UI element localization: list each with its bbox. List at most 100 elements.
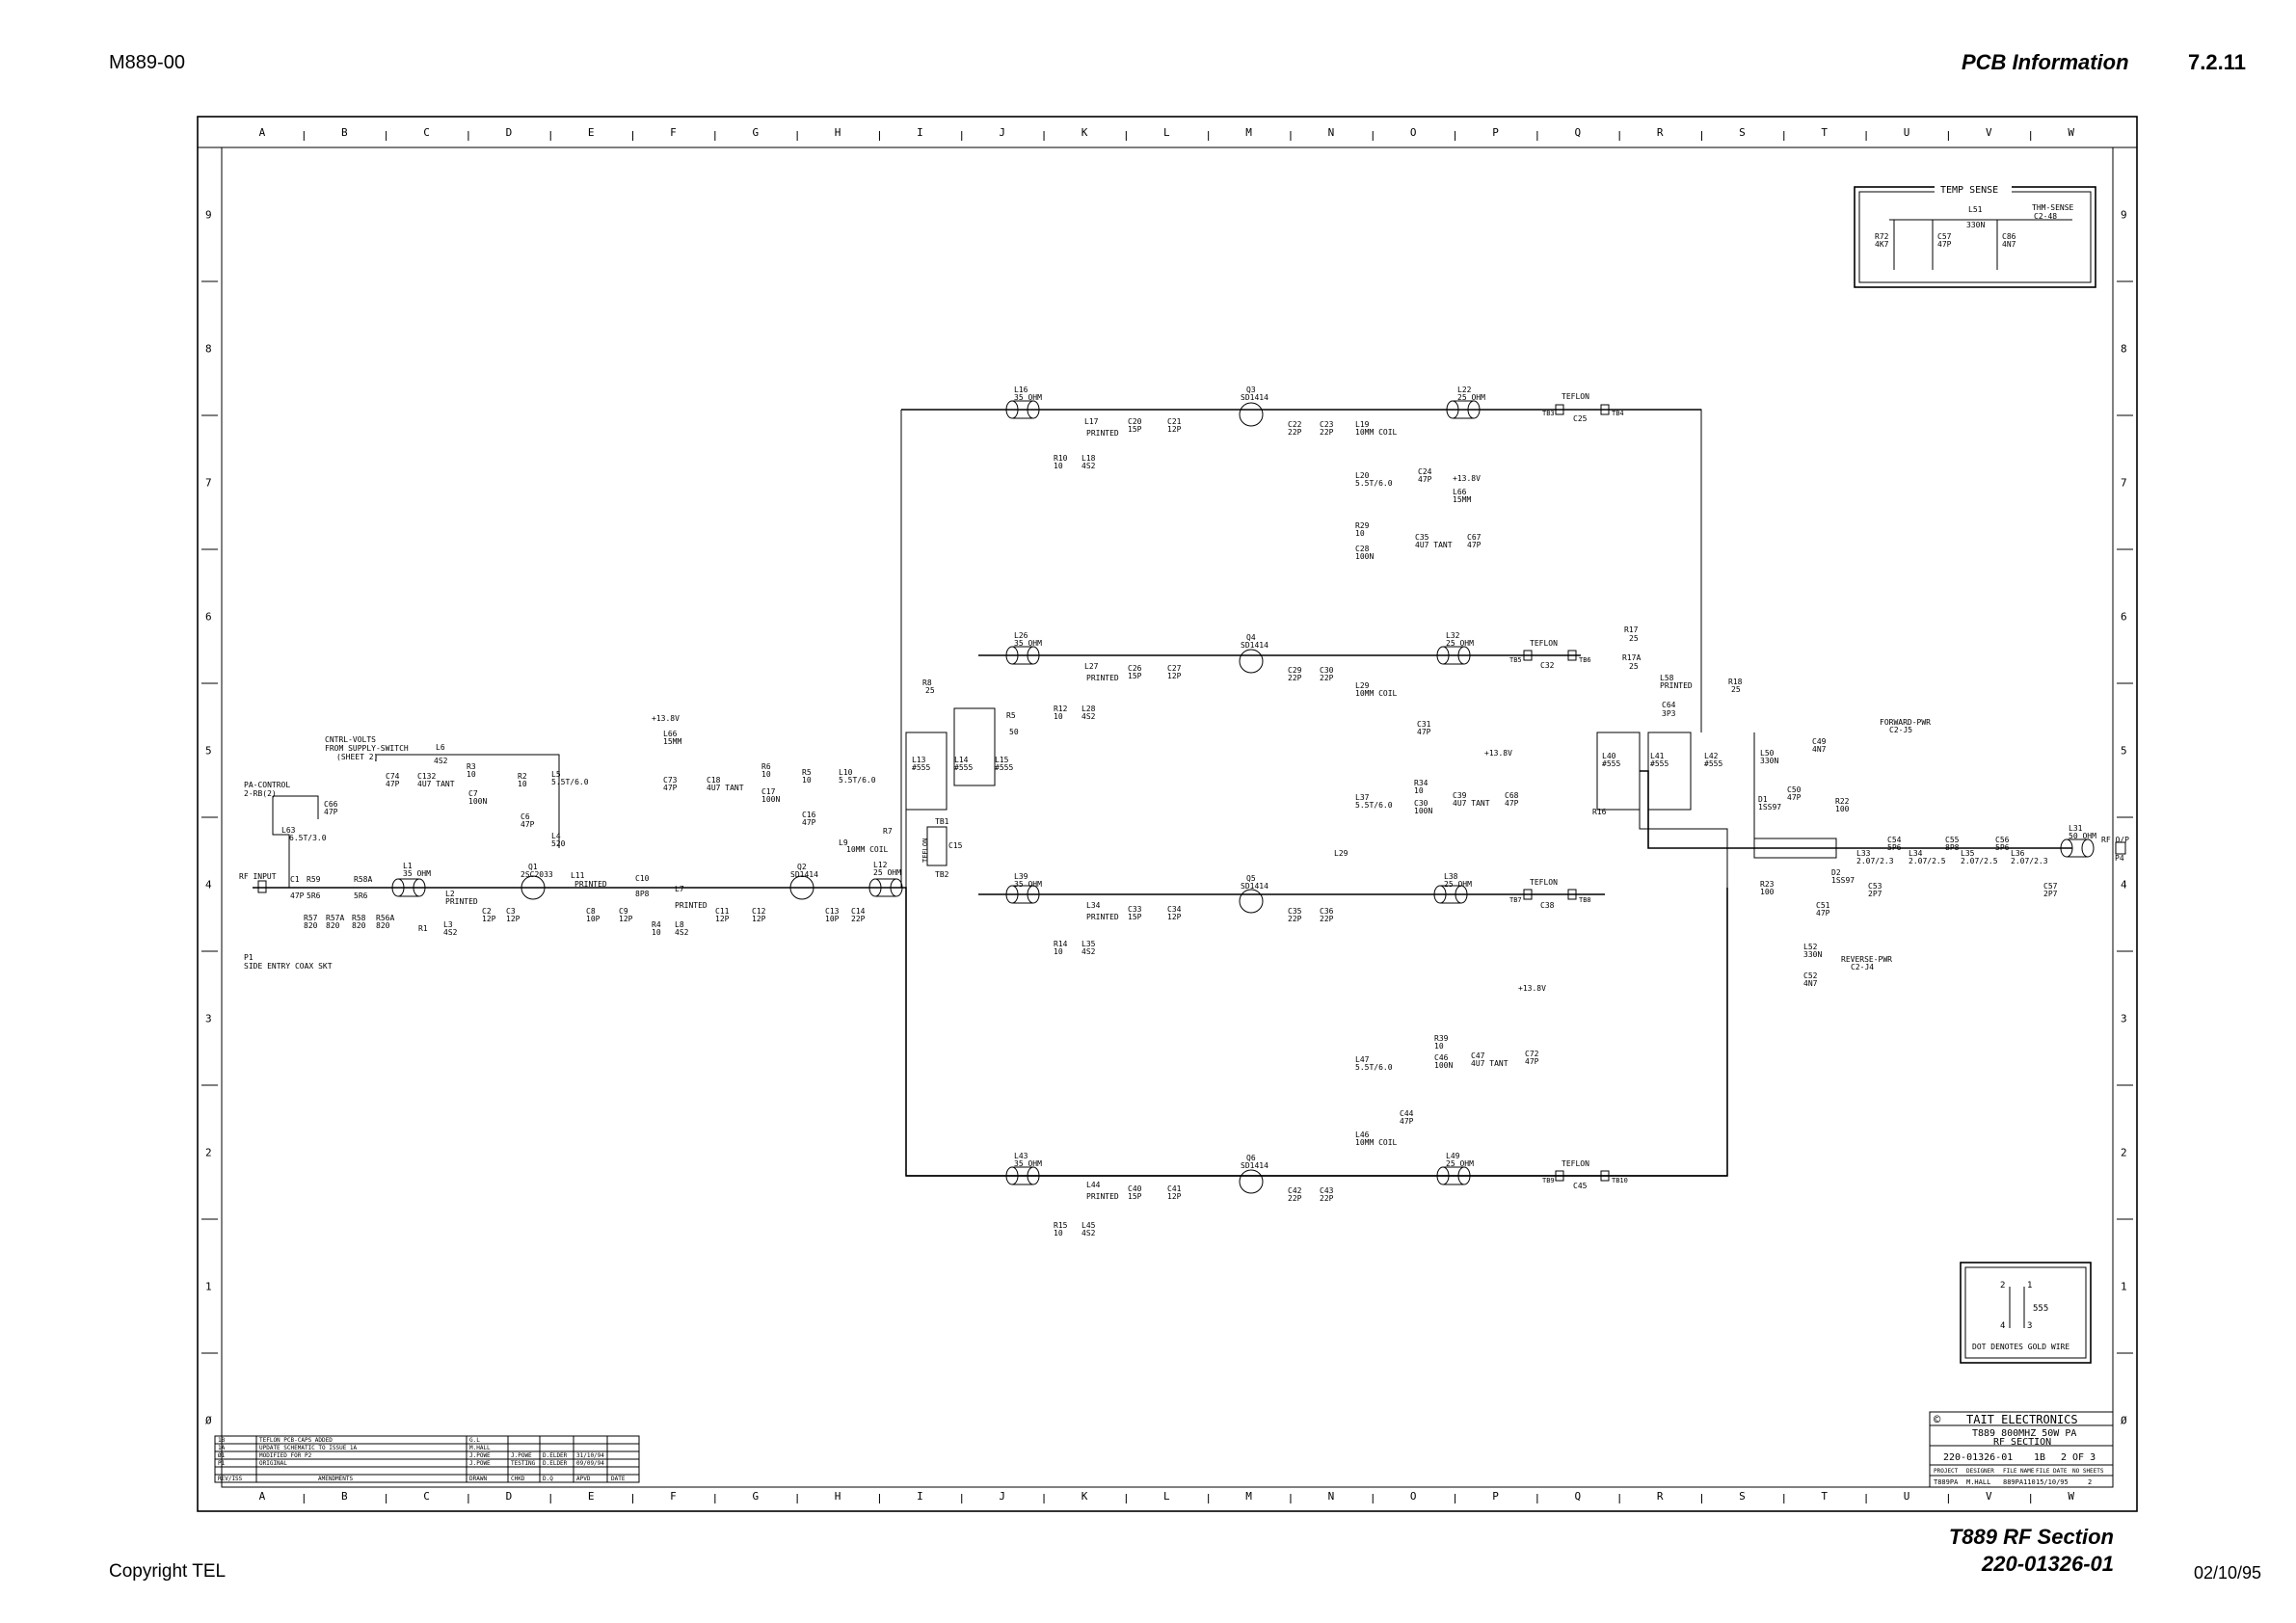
l5-label: L5 [551,770,561,779]
row-label: 7 [2121,477,2127,490]
legend-555-label: 555 [2033,1304,2048,1314]
stage-q5: L39 35 OHM Q5 SD1414 L38 25 OHM TEFLON C… [978,849,1605,956]
thm-sense-ref: C2-48 [2034,212,2057,221]
l15-label: L15 [995,756,1009,764]
column-label: T [1821,126,1828,139]
column-label: O [1410,126,1417,139]
column-label: P [1492,1490,1499,1503]
column-label: Q [1575,1490,1582,1503]
column-label: G [752,1490,759,1503]
l38-value: 25 OHM [1444,880,1472,889]
c29-label: C29 [1288,666,1302,675]
l49-value: 25 OHM [1446,1159,1474,1168]
r1-label: R1 [418,924,428,933]
c17-label: C17 [761,787,776,796]
r5-bias-value: 10 [802,776,812,785]
p4-label: P4 [2115,854,2124,863]
column-label: H [835,126,841,139]
c55-value: 8P8 [1945,843,1960,852]
l16-label: L16 [1014,386,1028,394]
l14-label: L14 [954,756,969,764]
q3-label: Q3 [1246,386,1256,394]
revision-cell: Ø1 [218,1452,226,1459]
c46-label: C46 [1434,1053,1449,1062]
c24-value: 47P [1418,475,1432,484]
r17a-value: 25 [1629,662,1639,671]
r17-label: R17 [1624,625,1639,634]
pa-control-ref: 2-RB(2) [244,789,277,798]
r5-label: R5 [1006,711,1016,720]
c6-value: 47P [521,820,535,829]
stage-q4: L26 35 OHM Q4 SD1414 L32 25 OHM TEFLON C… [978,631,1591,815]
c20-value: 15P [1128,425,1142,434]
c7-label: C7 [468,789,478,798]
p1-label: P1 [244,953,254,962]
c55-label: C55 [1945,836,1960,844]
l29-value: 10MM COIL [1355,689,1398,698]
d2-value: 1SS97 [1831,876,1855,885]
splitter-network: L13 #555 L14 #555 L15 #555 R8 25 R5 50 R… [883,409,1743,1177]
column-label: E [588,1490,595,1503]
column-label: D [506,1490,513,1503]
row-label: 9 [205,209,212,222]
c35b-value: 22P [1288,915,1302,923]
p1-desc: SIDE ENTRY COAX SKT [244,962,333,971]
l12-value: 25 OHM [873,868,901,877]
l17-label: L17 [1084,417,1099,426]
column-label: W [2068,126,2074,139]
l66-label: L66 [663,730,678,738]
column-label: P [1492,126,1499,139]
legend-555-box: 2 1 4 3 555 DOT DENOTES GOLD WIRE [1960,1262,2092,1364]
c24-label: C24 [1418,467,1432,476]
teflon-4: TEFLON [1562,1159,1589,1168]
l38-label: L38 [1444,872,1458,881]
q5-part: SD1414 [1241,882,1268,891]
column-label: W [2068,1490,2074,1503]
c36-label: C36 [1320,907,1334,916]
column-label: K [1081,126,1088,139]
q1-part: 2SC2033 [521,870,553,879]
c10-label: C10 [635,874,650,883]
drawing-title-1: T889 800MHZ 50W PA [1972,1428,2076,1439]
thm-sense-label: THM-SENSE [2032,203,2074,212]
l1-label: L1 [403,862,413,870]
r29-label: R29 [1355,521,1370,530]
row-label: 6 [2121,611,2127,624]
l11-value: PRINTED [574,880,607,889]
document-id: M889-00 [109,52,185,73]
q1-label: Q1 [528,863,538,871]
column-label: K [1081,1490,1088,1503]
l45-label: L45 [1081,1221,1096,1230]
footer-title-2: 220-01326-01 [1981,1552,2114,1576]
column-label: R [1657,1490,1664,1503]
r59-value: 5R6 [307,891,321,900]
pa-control-label: PA-CONTROL [244,781,290,789]
row-label: 7 [205,477,212,490]
r56a-label: R56A [376,914,394,922]
h-sheets: NO SHEETS [2072,1468,2104,1475]
c41-value: 12P [1167,1192,1182,1201]
l65-value: 15MM [1453,495,1471,504]
row-label: 1 [2121,1281,2127,1293]
c35-value: 4U7 TANT [1415,541,1453,549]
c10-value: 8P8 [635,890,650,898]
r12-value: 10 [1054,712,1063,721]
l32-label: L32 [1446,631,1460,640]
l31-label: L31 [2069,824,2083,833]
c46-value: 100N [1434,1061,1453,1070]
column-label: A [259,126,266,139]
c31-label: C31 [1417,720,1431,729]
l9-label: L9 [839,838,848,847]
l58-value: PRINTED [1660,681,1693,690]
copyright-text: Copyright TEL [109,1561,227,1582]
tb9-label: TB9 [1542,1177,1555,1184]
c23-label: C23 [1320,420,1334,429]
l37-value: 5.5T/6.0 [1355,801,1393,810]
l28-label: L28 [1081,705,1096,713]
l4-value: 520 [551,839,566,848]
teflon-splitter: TEFLON [921,838,929,863]
rf-input-label: RF INPUT [239,872,277,881]
l45-value: 4S2 [1081,1229,1096,1237]
row-label: 4 [2121,879,2127,891]
l43-value: 35 OHM [1014,1159,1042,1168]
